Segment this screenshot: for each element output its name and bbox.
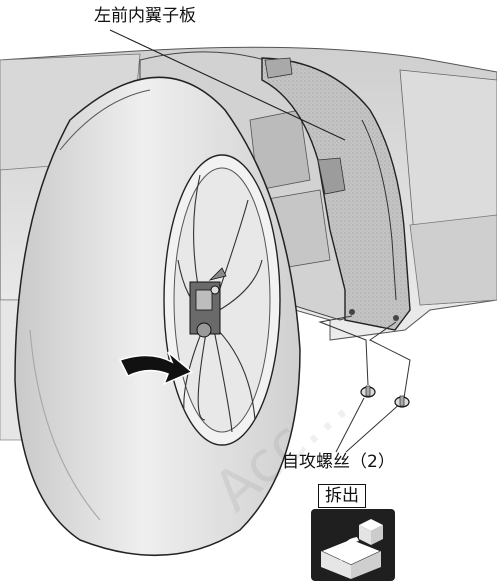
screw-icon: [360, 385, 376, 398]
screw-icon-2: [394, 395, 410, 408]
wheel-rim: [163, 154, 281, 446]
action-label: 拆出: [318, 484, 366, 508]
remove-part-icon: [311, 509, 395, 581]
brake-assembly: [189, 267, 227, 338]
part-name-label: 左前内翼子板: [94, 6, 196, 26]
screw-label: 自攻螺丝（2）: [282, 452, 395, 472]
inner-fender-liner: [261, 57, 411, 331]
screw-leader-lines: [318, 315, 411, 453]
rotate-arrow-icon: [118, 351, 194, 386]
part-leader-line: [109, 29, 346, 141]
screw-hole-right: [393, 315, 399, 321]
screw-hole-left: [349, 309, 355, 315]
